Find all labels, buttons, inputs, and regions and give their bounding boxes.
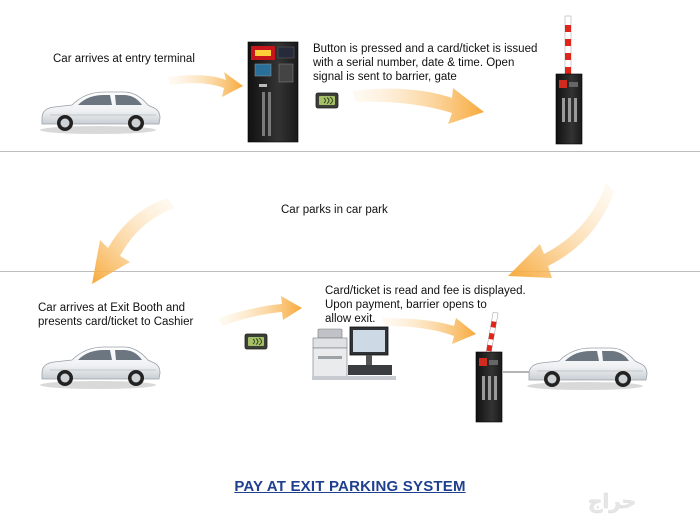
step-payment-label: Card/ticket is read and fee is displayed… — [325, 285, 526, 325]
entry-terminal-icon — [247, 41, 299, 143]
step-park-label: Car parks in car park — [281, 204, 388, 216]
cashier-pos-icon — [312, 326, 396, 380]
top-divider — [0, 151, 700, 152]
step-exit-booth-label: Car arrives at Exit Booth and presents c… — [38, 302, 194, 328]
arrow-barrier-to-park-right — [508, 183, 614, 278]
exit-barrier-icon — [475, 311, 503, 423]
arrow-entry-to-exit-left — [92, 198, 174, 284]
arrow-exit-to-cashier — [218, 296, 302, 326]
exit-car-icon — [39, 346, 161, 390]
step-entry-label: Car arrives at entry terminal — [53, 53, 195, 65]
watermark-logo: حراج — [588, 489, 637, 514]
arrow-cashier-to-barrier — [382, 318, 476, 344]
exit-ticket-card-icon — [244, 333, 268, 350]
arrow-entry-to-terminal — [168, 72, 243, 97]
entry-car-icon — [39, 91, 161, 135]
leaving-car-icon — [526, 347, 648, 391]
svg-text:حراج: حراج — [588, 489, 636, 513]
diagram-title: PAY AT EXIT PARKING SYSTEM — [234, 478, 466, 495]
arrow-terminal-to-barrier — [352, 88, 484, 124]
entry-barrier-icon — [555, 15, 583, 145]
ticket-card-icon — [315, 92, 339, 109]
step-issue-label: Button is pressed and a card/ticket is i… — [313, 43, 538, 83]
middle-divider — [0, 271, 700, 272]
